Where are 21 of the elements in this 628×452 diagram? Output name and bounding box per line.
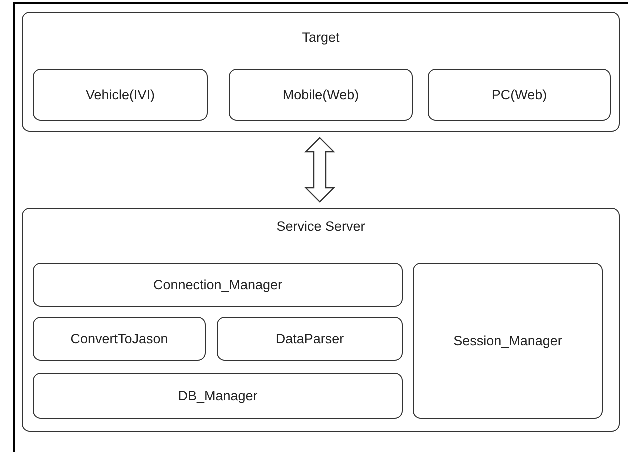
component-box: [413, 263, 603, 419]
component-box: [217, 317, 403, 361]
component-box: [33, 317, 206, 361]
component-label: Connection_Manager: [152, 278, 284, 292]
double-arrow: [304, 137, 336, 203]
component-label: ConvertToJason: [70, 332, 170, 346]
container-box: [22, 208, 620, 432]
component-label: DataParser: [274, 332, 346, 346]
component-box: [428, 69, 611, 121]
container-box: [22, 12, 620, 132]
component-box: [229, 69, 413, 121]
container-title: Target: [301, 30, 341, 45]
component-label: Mobile(Web): [282, 88, 360, 102]
component-box: [33, 373, 403, 419]
component-label: PC(Web): [490, 88, 548, 102]
component-label: DB_Manager: [177, 388, 259, 404]
component-label: Session_Manager: [452, 334, 564, 348]
component-box: [33, 263, 403, 307]
component-label: Vehicle(IVI): [84, 88, 156, 102]
component-box: [33, 69, 208, 121]
container-title: Service Server: [276, 219, 366, 234]
